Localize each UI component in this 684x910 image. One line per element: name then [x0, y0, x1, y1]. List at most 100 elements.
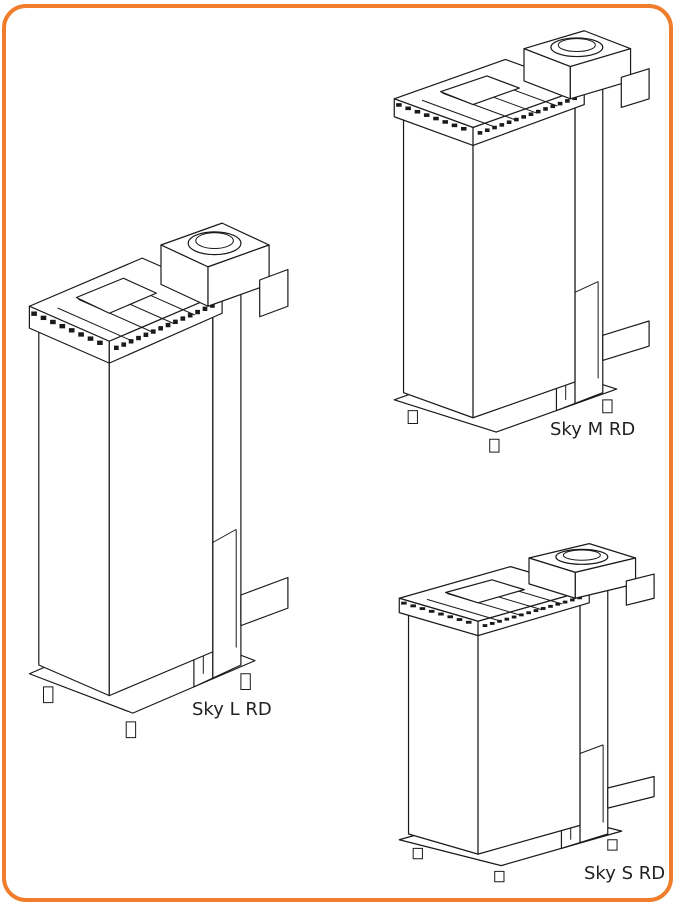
wall-bracket-bottom — [241, 578, 288, 626]
top-tray-front-rim — [478, 590, 589, 636]
vent-slot — [460, 126, 467, 131]
flue-collar-inner — [558, 39, 595, 52]
vent-slot — [143, 332, 149, 337]
vent-slot — [414, 109, 421, 114]
vent-slot — [499, 123, 505, 127]
vent-slot — [550, 104, 556, 109]
adjustable-foot — [413, 848, 422, 858]
vent-slot — [180, 316, 186, 321]
vent-slot — [195, 309, 200, 315]
vent-slot — [526, 611, 531, 615]
vent-slot — [528, 112, 534, 117]
sky-m-rd-drawing — [385, 20, 663, 450]
wall-bracket-top — [626, 574, 654, 605]
column-brace — [575, 282, 598, 293]
unit-label-small: Sky S RD — [584, 863, 666, 884]
vent-slot — [492, 125, 497, 130]
vent-slot — [68, 328, 75, 333]
body-front-face — [109, 311, 212, 696]
vent-slot — [87, 336, 94, 341]
wall-bracket-top — [260, 270, 288, 317]
vent-slot — [136, 335, 141, 341]
vent-slot — [548, 604, 553, 608]
vent-slot — [442, 120, 449, 124]
vent-slot — [540, 607, 546, 610]
vent-slot — [557, 101, 563, 106]
vent-slot — [514, 117, 519, 122]
vent-slot — [202, 306, 208, 311]
body-front-face — [478, 601, 580, 854]
vent-slot — [555, 602, 561, 606]
vent-slot — [59, 323, 66, 329]
vent-slot — [465, 620, 472, 624]
vent-slot — [150, 329, 156, 334]
body-left-face — [39, 328, 110, 696]
vent-slot — [451, 123, 458, 128]
burner-bar — [58, 308, 133, 341]
top-strap — [76, 278, 156, 313]
vent-slot — [570, 598, 575, 602]
vent-slot — [405, 106, 411, 111]
vent-slot — [447, 615, 454, 619]
vent-slot — [489, 621, 495, 625]
vent-slot — [484, 128, 490, 133]
orange-rounded-frame — [2, 4, 673, 902]
adjustable-foot — [126, 722, 135, 738]
vent-slot — [506, 120, 512, 125]
top-strap — [441, 76, 520, 105]
vent-slot — [535, 109, 541, 114]
vent-slot — [419, 607, 426, 611]
vent-slot — [97, 340, 103, 345]
vent-slot — [165, 322, 171, 328]
column-brace — [213, 529, 237, 542]
adjustable-foot — [408, 411, 417, 424]
wall-bracket-bottom — [608, 777, 654, 809]
vent-slot — [396, 103, 402, 107]
adjustable-foot — [608, 840, 617, 850]
top-tray-front-rim — [109, 293, 222, 363]
column-brace — [580, 745, 603, 754]
vent-slot — [565, 99, 570, 103]
vent-slot — [521, 115, 526, 119]
body-left-face — [404, 117, 474, 418]
top-strap — [446, 580, 525, 603]
vent-slot — [438, 612, 444, 616]
sky-s-rd-drawing — [390, 535, 668, 880]
vent-slot — [114, 345, 119, 350]
unit-label-medium: Sky M RD — [550, 419, 636, 440]
vent-slot — [511, 615, 517, 619]
flue-collar-inner — [563, 550, 600, 560]
burner-bar — [427, 599, 501, 621]
vent-slot — [410, 604, 416, 608]
vent-slot — [456, 618, 463, 621]
vent-slot — [50, 319, 56, 325]
flue-collar-inner — [196, 233, 234, 249]
body-left-face — [409, 613, 479, 855]
vent-slot — [210, 303, 215, 308]
top-tray-front-rim — [473, 88, 584, 145]
vent-slot — [158, 326, 164, 331]
unit-label-large: Sky L RD — [192, 699, 272, 720]
vent-slot — [31, 311, 37, 316]
vent-slot — [173, 319, 178, 324]
adjustable-foot — [44, 687, 53, 703]
adjustable-foot — [495, 871, 504, 881]
vent-slot — [428, 609, 435, 613]
vent-slot — [562, 600, 568, 604]
sky-l-rd-drawing — [20, 210, 302, 735]
burner-bar — [422, 100, 496, 127]
vent-slot — [504, 617, 510, 621]
adjustable-foot — [241, 674, 250, 690]
vent-slot — [78, 332, 84, 337]
vent-slot — [40, 315, 47, 321]
vent-slot — [543, 107, 548, 111]
vent-slot — [482, 624, 488, 627]
vent-slot — [533, 609, 539, 613]
vent-slot — [401, 601, 407, 605]
vent-slot — [121, 342, 127, 347]
vent-slot — [128, 339, 134, 344]
wall-bracket-top — [621, 69, 649, 108]
vent-slot — [497, 619, 502, 623]
adjustable-foot — [490, 439, 499, 452]
vent-slot — [423, 113, 430, 117]
